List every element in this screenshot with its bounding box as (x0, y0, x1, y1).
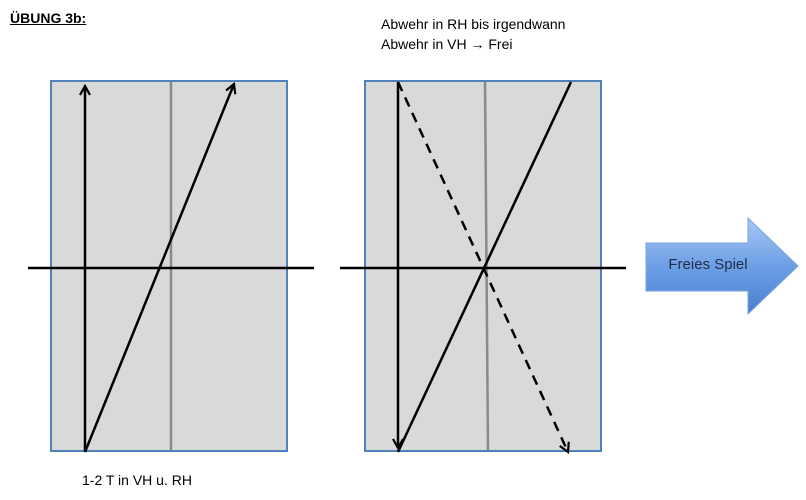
freies-spiel-label: Freies Spiel (668, 256, 748, 273)
caption-left: 1-2 T in VH u. RH (82, 472, 192, 488)
exercise-title: ÜBUNG 3b: (10, 10, 87, 26)
court-left (50, 80, 288, 452)
court-right (364, 80, 602, 452)
freies-spiel-button[interactable]: Freies Spiel (644, 216, 800, 316)
note-line-1: Abwehr in RH bis irgendwann (381, 16, 566, 32)
right-arrow-icon (645, 216, 799, 316)
note-line-2: Abwehr in VH → Frei (381, 36, 513, 52)
